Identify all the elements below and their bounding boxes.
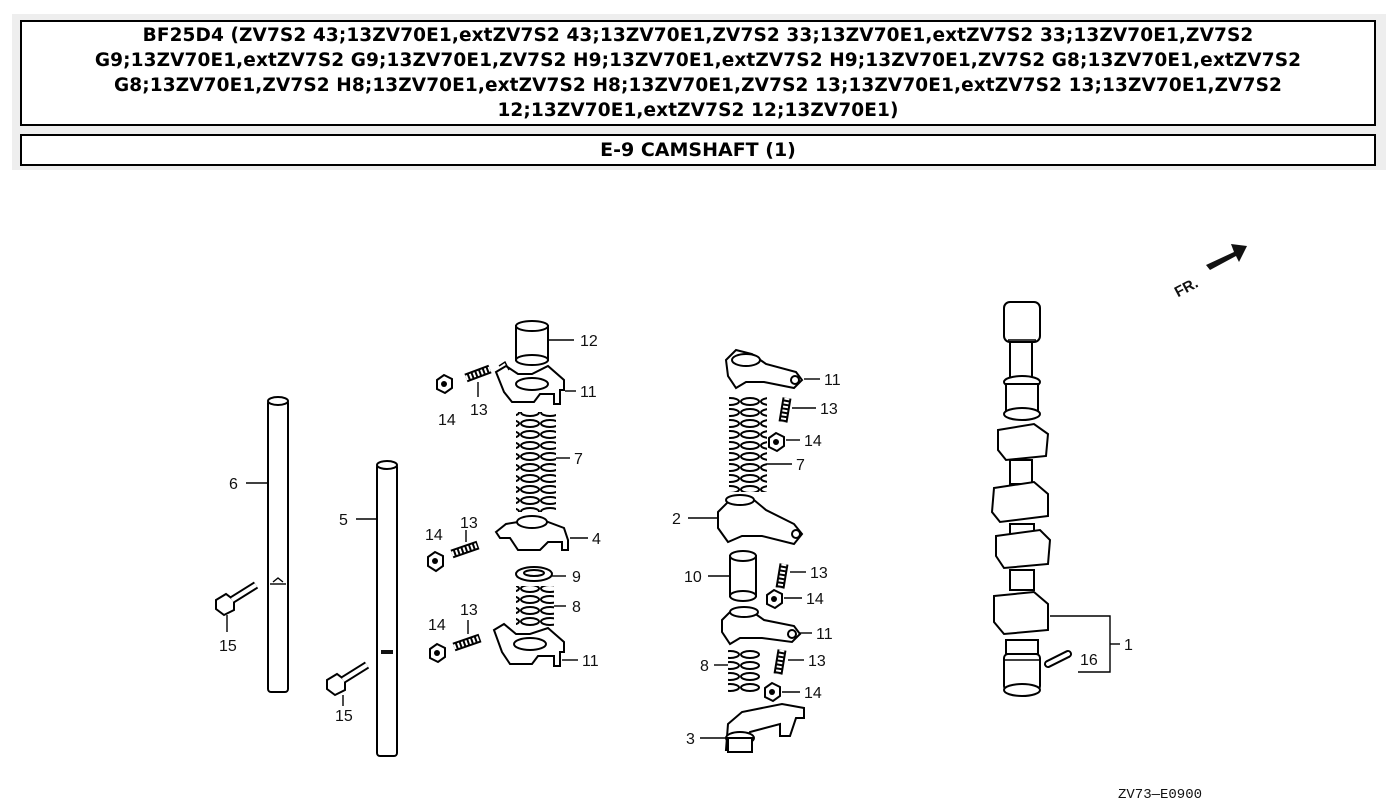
adjust-screw-part-13-e	[775, 563, 789, 589]
rocker-arm-part-4	[494, 515, 569, 551]
callout-13-e: 13	[810, 565, 828, 582]
callout-8-b: 8	[700, 658, 709, 675]
callout-11-c: 11	[824, 372, 841, 389]
callout-13-d: 13	[820, 401, 838, 418]
spring-part-7-a	[516, 412, 556, 512]
callout-11-d: 11	[816, 626, 833, 643]
adjust-screw-part-13-f	[773, 649, 787, 675]
lock-nut-part-14-e	[766, 588, 783, 610]
callout-10: 10	[684, 569, 702, 586]
spring-part-8-b	[728, 648, 760, 692]
callout-15-mid: 15	[335, 708, 353, 725]
callout-1: 1	[1124, 637, 1133, 654]
callout-3: 3	[686, 731, 695, 748]
rocker-arm-part-11-c	[724, 348, 804, 390]
callout-13-b: 13	[460, 515, 478, 532]
section-title: E-9 CAMSHAFT (1)	[600, 139, 796, 161]
callout-15-left: 15	[219, 638, 237, 655]
rocker-arm-part-11-b	[492, 622, 565, 667]
washer-part-9	[515, 566, 553, 582]
callout-14-c: 14	[428, 617, 446, 634]
adjust-screw-part-13-b	[450, 540, 480, 559]
rocker-arm-part-11-a	[494, 360, 565, 405]
bolt-part-15-mid	[326, 661, 370, 697]
adjust-screw-part-13-c	[452, 633, 482, 652]
callout-14-f: 14	[804, 685, 822, 702]
callout-16: 16	[1080, 652, 1098, 669]
lock-nut-part-14-a	[436, 373, 453, 395]
rocker-arm-part-2	[717, 494, 804, 546]
spring-part-8-a	[516, 586, 554, 626]
callout-11-b: 11	[582, 653, 599, 670]
rocker-arm-part-3	[724, 702, 805, 753]
model-title: BF25D4 (ZV7S2 43;13ZV70E1,extZV7S2 43;13…	[94, 25, 1302, 121]
callout-14-d: 14	[804, 433, 822, 450]
callout-7-b: 7	[796, 457, 805, 474]
dowel-pin-part-16	[1044, 650, 1072, 668]
callout-2: 2	[672, 511, 681, 528]
callout-4: 4	[592, 531, 601, 548]
shaft-part-6	[267, 396, 289, 693]
callout-14-a: 14	[438, 412, 456, 429]
rocker-arm-part-11-d	[721, 606, 802, 646]
callout-13-a: 13	[470, 402, 488, 419]
callout-7-a: 7	[574, 451, 583, 468]
lock-nut-part-14-c	[429, 642, 446, 664]
callout-5: 5	[339, 512, 348, 529]
callout-12: 12	[580, 333, 598, 350]
collar-part-12	[515, 320, 549, 366]
fr-label: FR.	[1172, 275, 1201, 301]
bolt-part-15-left	[215, 581, 259, 617]
shaft-part-5	[376, 460, 398, 757]
title-box: BF25D4 (ZV7S2 43;13ZV70E1,extZV7S2 43;13…	[20, 20, 1376, 126]
callout-13-c: 13	[460, 602, 478, 619]
adjust-screw-part-13-a	[464, 364, 492, 383]
lock-nut-part-14-f	[764, 681, 781, 703]
lock-nut-part-14-d	[768, 431, 785, 453]
callout-13-f: 13	[808, 653, 826, 670]
header-panel: BF25D4 (ZV7S2 43;13ZV70E1,extZV7S2 43;13…	[12, 14, 1386, 170]
camshaft-part-1	[990, 301, 1052, 697]
callout-9: 9	[572, 569, 581, 586]
drawing-code: ZV73—E0900	[1118, 787, 1202, 803]
lock-nut-part-14-b	[427, 550, 444, 573]
callout-14-b: 14	[425, 527, 443, 544]
callout-11-a: 11	[580, 384, 597, 401]
collar-part-10	[729, 550, 757, 602]
adjust-screw-part-13-d	[778, 397, 792, 423]
section-box: E-9 CAMSHAFT (1)	[20, 134, 1376, 166]
callout-14-e: 14	[806, 591, 824, 608]
callout-8-a: 8	[572, 599, 581, 616]
spring-part-7-b	[729, 396, 767, 492]
callout-6: 6	[229, 476, 238, 493]
front-direction-arrow: FR.	[1172, 244, 1247, 301]
